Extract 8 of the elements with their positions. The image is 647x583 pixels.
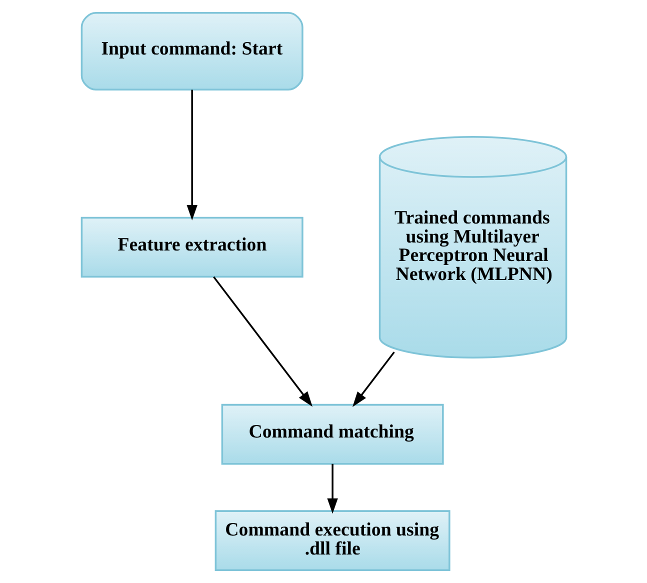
node-box: Input command: Start xyxy=(80,12,303,91)
arrow xyxy=(326,464,338,514)
arrow xyxy=(186,90,197,220)
arrow xyxy=(352,352,394,407)
node-box: Command matching xyxy=(220,404,444,465)
node-box: Feature extraction xyxy=(80,216,303,278)
arrow xyxy=(212,276,312,407)
node-box: Command execution using .dll file xyxy=(214,510,450,571)
